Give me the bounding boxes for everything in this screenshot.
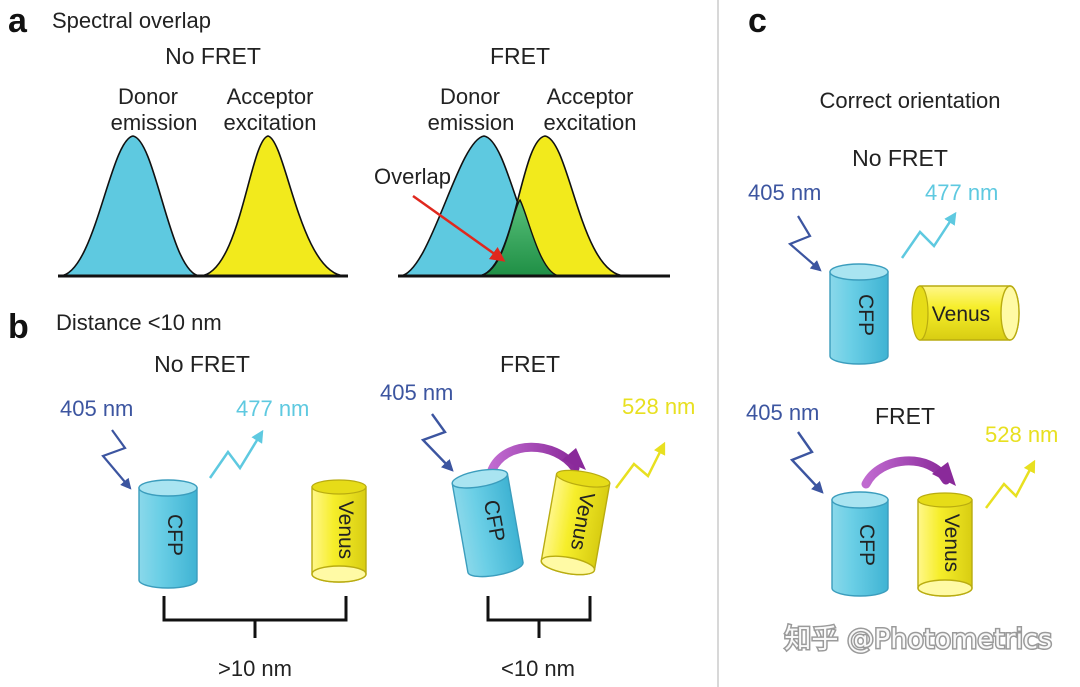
fret-acceptor-label-2: excitation — [544, 110, 637, 135]
panel-c-venus-horizontal: Venus — [911, 285, 1020, 341]
acceptor-excitation-label-2: excitation — [224, 110, 317, 135]
panel-c-fret-emission-528-label: 528 nm — [985, 422, 1058, 447]
panel-b-fret: FRET 405 nm 528 nm CFP Venus <10 — [380, 351, 695, 681]
panel-c-cfp-label: CFP — [854, 294, 877, 336]
overlap-arrow — [412, 194, 506, 262]
panel-c-excitation-zigzag — [787, 215, 822, 272]
venus-cylinder: Venus — [311, 479, 367, 583]
panel-b-title: Distance <10 nm — [56, 310, 222, 335]
panel-b-no-fret: No FRET 405 nm 477 nm CFP Venus >10 nm — [60, 351, 367, 681]
panel-c: c Correct orientation No FRET 405 nm 477… — [717, 0, 1058, 687]
fret-emission-zigzag — [615, 441, 666, 489]
panel-c-emission-zigzag — [900, 211, 957, 259]
panel-a-title: Spectral overlap — [52, 8, 211, 33]
panel-b-letter: b — [8, 308, 29, 346]
panel-c-excitation-label: 405 nm — [748, 180, 821, 205]
panel-c-cfp-cylinder: CFP — [829, 263, 889, 365]
panel-c-fret-cfp-label: CFP — [855, 524, 878, 566]
panel-a-letter: a — [8, 2, 28, 40]
panel-c-fret: 405 nm FRET 528 nm CFP Venus — [746, 400, 1058, 597]
energy-transfer-arrowhead — [562, 448, 586, 470]
excitation-zigzag — [101, 429, 132, 490]
emission-zigzag — [208, 429, 264, 479]
fret-emission-528-label: 528 nm — [622, 394, 695, 419]
panel-c-fret-venus-cylinder: Venus — [917, 492, 973, 597]
panel-c-title: Correct orientation — [820, 88, 1001, 113]
panel-b-fret-heading: FRET — [500, 351, 560, 377]
energy-transfer-arrow — [487, 442, 580, 475]
panel-c-letter: c — [748, 2, 767, 40]
distance-less-label: <10 nm — [501, 656, 575, 681]
panel-a-no-fret: No FRET Donor emission Acceptor excitati… — [58, 43, 348, 278]
panel-c-fret-emission-zigzag — [985, 459, 1036, 509]
venus-label: Venus — [334, 501, 357, 559]
watermark-text: 知乎 @Photometrics — [784, 624, 1052, 655]
panel-c-no-fret: No FRET 405 nm 477 nm CFP Venus — [748, 145, 1020, 365]
acceptor-excitation-label-1: Acceptor — [227, 84, 314, 109]
acceptor-excitation-curve — [199, 135, 346, 277]
fret-excitation-zigzag — [420, 413, 454, 472]
donor-emission-curve — [59, 135, 201, 277]
fret-acceptor-label-1: Acceptor — [547, 84, 634, 109]
watermark: 知乎 @Photometrics 知乎 @Photometrics — [783, 623, 1054, 657]
panel-b-no-fret-heading: No FRET — [154, 351, 250, 377]
panel-c-fret-cfp-cylinder: CFP — [831, 491, 889, 597]
fret-cfp-cylinder: CFP — [451, 468, 524, 578]
panel-c-emission-477-label: 477 nm — [925, 180, 998, 205]
panel-c-fret-venus-label: Venus — [940, 514, 963, 572]
panel-b: b Distance <10 nm No FRET 405 nm 477 nm … — [8, 308, 695, 681]
panel-c-transfer-arrow — [861, 456, 951, 489]
panel-c-fret-excitation-label: 405 nm — [746, 400, 819, 425]
donor-emission-label-2: emission — [111, 110, 198, 135]
cfp-cylinder: CFP — [138, 479, 198, 589]
panel-a: a Spectral overlap No FRET Donor emissio… — [8, 2, 670, 278]
panel-c-no-fret-heading: No FRET — [852, 145, 948, 171]
distance-greater-label: >10 nm — [218, 656, 292, 681]
panel-c-venus-label: Venus — [932, 303, 990, 326]
watermark-shadow: 知乎 @Photometrics — [784, 624, 1052, 655]
donor-emission-label-1: Donor — [118, 84, 178, 109]
panel-a-no-fret-heading: No FRET — [165, 43, 261, 69]
overlap-label: Overlap — [374, 164, 451, 189]
emission-477-label: 477 nm — [236, 396, 309, 421]
fret-venus-cylinder: Venus — [540, 469, 611, 576]
fret-distance-bracket — [486, 596, 592, 638]
distance-bracket — [162, 596, 348, 638]
excitation-405-label: 405 nm — [60, 396, 133, 421]
panel-a-fret: FRET Donor emission Acceptor excitation … — [374, 43, 670, 278]
panel-a-fret-heading: FRET — [490, 43, 550, 69]
fret-donor-label-1: Donor — [440, 84, 500, 109]
fret-donor-label-2: emission — [428, 110, 515, 135]
panel-c-fret-heading: FRET — [875, 403, 935, 429]
panel-c-fret-excitation-zigzag — [789, 431, 824, 494]
cfp-label: CFP — [163, 514, 186, 556]
fret-excitation-label: 405 nm — [380, 380, 453, 405]
panel-c-transfer-arrowhead — [932, 462, 956, 486]
